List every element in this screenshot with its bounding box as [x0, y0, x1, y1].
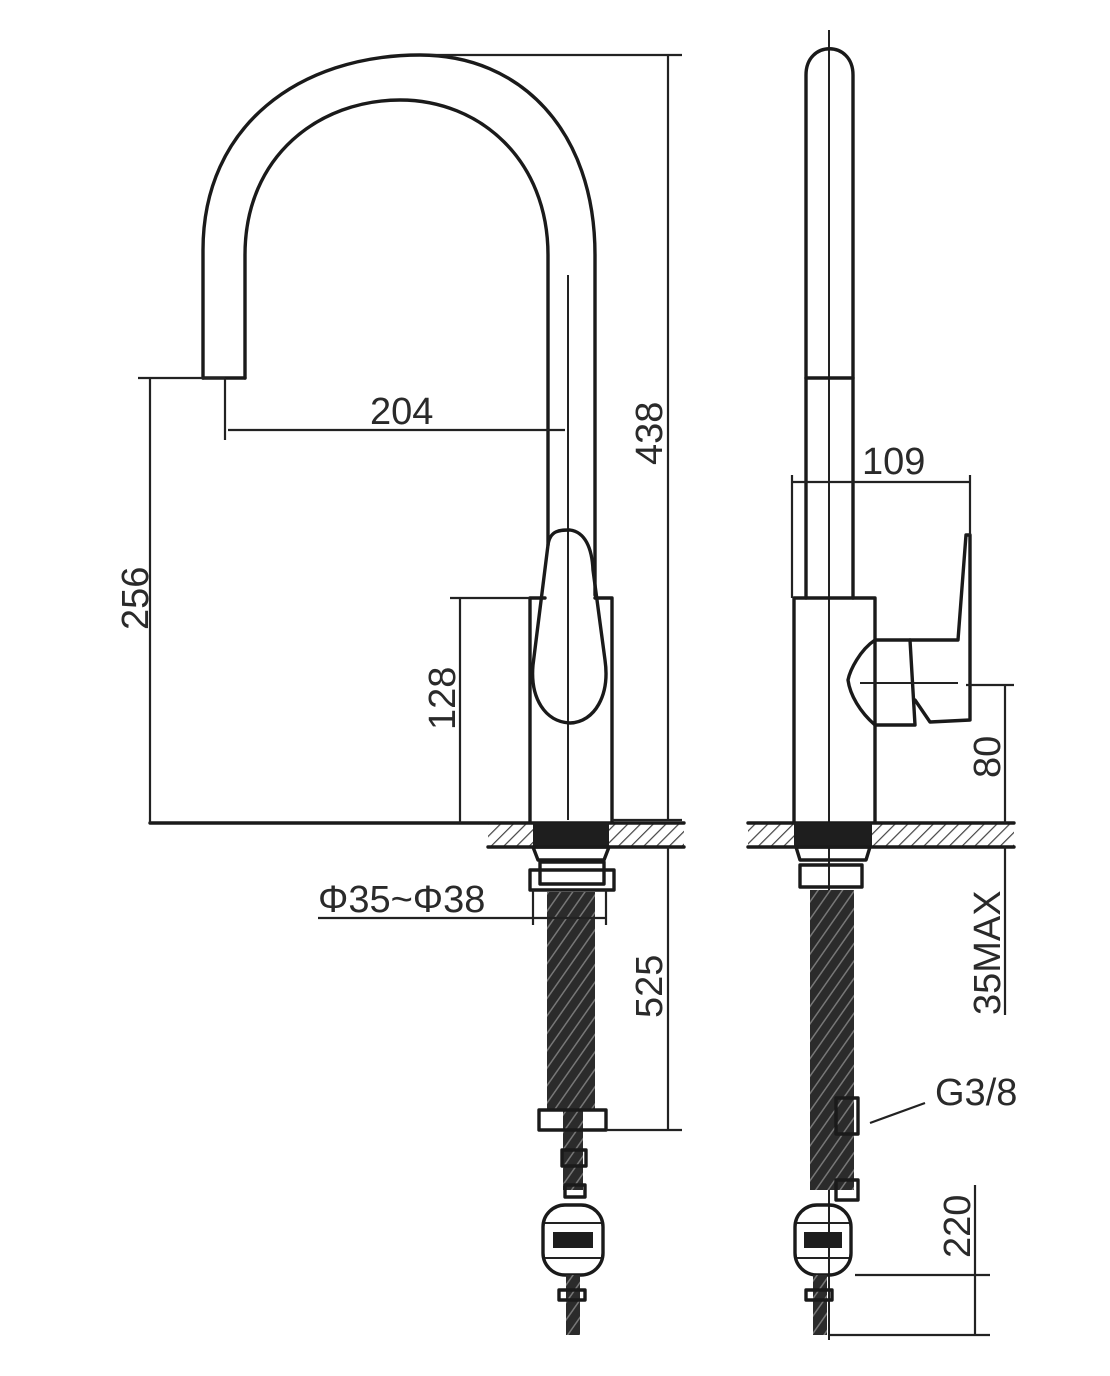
side-view	[746, 30, 1016, 1340]
side-spout	[804, 47, 855, 600]
spout-height-label: 256	[115, 567, 157, 630]
side-depth-label: 109	[862, 441, 925, 483]
side-hose	[810, 890, 854, 1190]
side-body	[792, 596, 877, 824]
front-dimensions	[138, 53, 682, 1132]
front-hose	[547, 892, 595, 1110]
side-deck	[748, 823, 1014, 847]
max-deck-label: 35MAX	[967, 890, 1009, 1015]
body-height-label: 128	[422, 667, 464, 730]
bottom-length-label: 220	[937, 1195, 979, 1258]
front-view	[148, 53, 686, 1335]
spout-reach-label: 204	[370, 391, 433, 433]
total-height-label: 438	[629, 402, 671, 465]
thread-label: G3/8	[935, 1072, 1017, 1114]
lever-height-label: 80	[967, 736, 1009, 778]
front-body	[528, 596, 614, 824]
front-lever	[530, 528, 608, 725]
side-dimensions	[790, 475, 1014, 1337]
spout-inner	[243, 98, 550, 547]
hole-diameter-label: Φ35~Φ38	[318, 879, 485, 921]
hose-length-label: 525	[629, 955, 671, 1018]
spout-outer	[201, 53, 597, 597]
